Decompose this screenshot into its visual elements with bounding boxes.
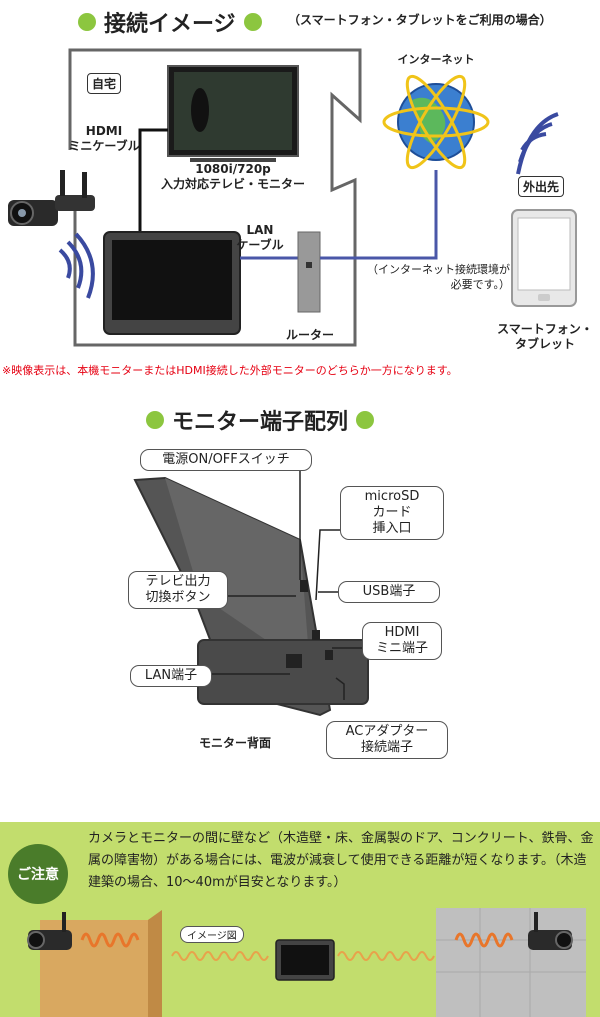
section1-heading: 接続イメージ	[78, 6, 262, 38]
camera-icon	[528, 912, 573, 950]
caution-badge: ご注意	[8, 844, 68, 904]
caution-illustration	[27, 908, 586, 1017]
hdmi-cable-label: HDMI ミニケーブル	[68, 124, 140, 153]
tv-output-button-callout: テレビ出力 切換ボタン	[128, 571, 228, 609]
section1-subtitle: （スマートフォン・タブレットをご利用の場合）	[288, 13, 552, 27]
section2-heading: モニター端子配列	[146, 404, 375, 436]
camera-icon	[27, 912, 72, 950]
hdmi-cable	[138, 128, 168, 232]
hdmi-mini-port-callout: HDMI ミニ端子	[362, 622, 442, 660]
microsd-callout: microSD カード 挿入口	[340, 486, 444, 540]
house-outline	[68, 48, 362, 347]
usb-port-callout: USB端子	[338, 581, 440, 603]
wifi-waves-icon	[58, 232, 95, 299]
monitor-back-diagram	[133, 466, 369, 717]
home-label: 自宅	[87, 73, 122, 94]
leader-line	[335, 677, 345, 700]
wave-signal	[171, 951, 269, 961]
notice-text: ※映像表示は、本機モニターまたはHDMI接続した外部モニターのどちらか一方になり…	[2, 364, 458, 377]
internet-line	[320, 170, 438, 260]
wave-signal	[80, 932, 140, 948]
camera-icon	[8, 170, 95, 226]
ac-adapter-port-callout: ACアダプター 接続端子	[326, 721, 448, 759]
caution-panel: ご注意 カメラとモニターの間に壁など（木造壁・床、金属製のドア、コンクリート、鉄…	[0, 822, 600, 1017]
globe-icon	[382, 74, 490, 170]
internet-label: インターネット	[397, 53, 475, 66]
bullet-dot-icon	[243, 13, 262, 31]
internet-note: （インターネット接続環境が 必要です。）	[367, 263, 510, 291]
lan-cable-label: LAN ケーブル	[236, 223, 284, 252]
section2-title: モニター端子配列	[172, 410, 349, 435]
tv-label: 1080i/720p 入力対応テレビ・モニター	[160, 162, 305, 191]
bullet-dot-icon	[78, 13, 96, 31]
wood-wall	[40, 910, 162, 1017]
phone-tablet-label: スマートフォン・ タブレット	[497, 322, 593, 351]
bullet-dot-icon	[146, 411, 164, 429]
wifi-waves-icon	[516, 112, 559, 175]
router-device	[297, 231, 321, 313]
caution-text: カメラとモニターの間に壁など（木造壁・床、金属製のドア、コンクリート、鉄骨、金属…	[88, 831, 594, 890]
outside-label: 外出先	[518, 176, 565, 197]
wave-signal	[337, 951, 435, 961]
concrete-wall	[436, 908, 586, 1017]
wave-signal	[454, 932, 514, 948]
section1-title: 接続イメージ	[104, 12, 236, 37]
leader-line	[315, 529, 340, 601]
monitor-back-label: モニター背面	[198, 736, 271, 750]
router-label: ルーター	[285, 328, 334, 342]
image-label: イメージ図	[180, 926, 244, 943]
caution-badge-text: ご注意	[17, 867, 59, 883]
power-switch-callout: 電源ON/OFFスイッチ	[140, 449, 312, 471]
bullet-dot-icon	[356, 411, 375, 429]
lan-port-callout: LAN端子	[130, 665, 212, 687]
connection-diagram	[8, 48, 577, 347]
